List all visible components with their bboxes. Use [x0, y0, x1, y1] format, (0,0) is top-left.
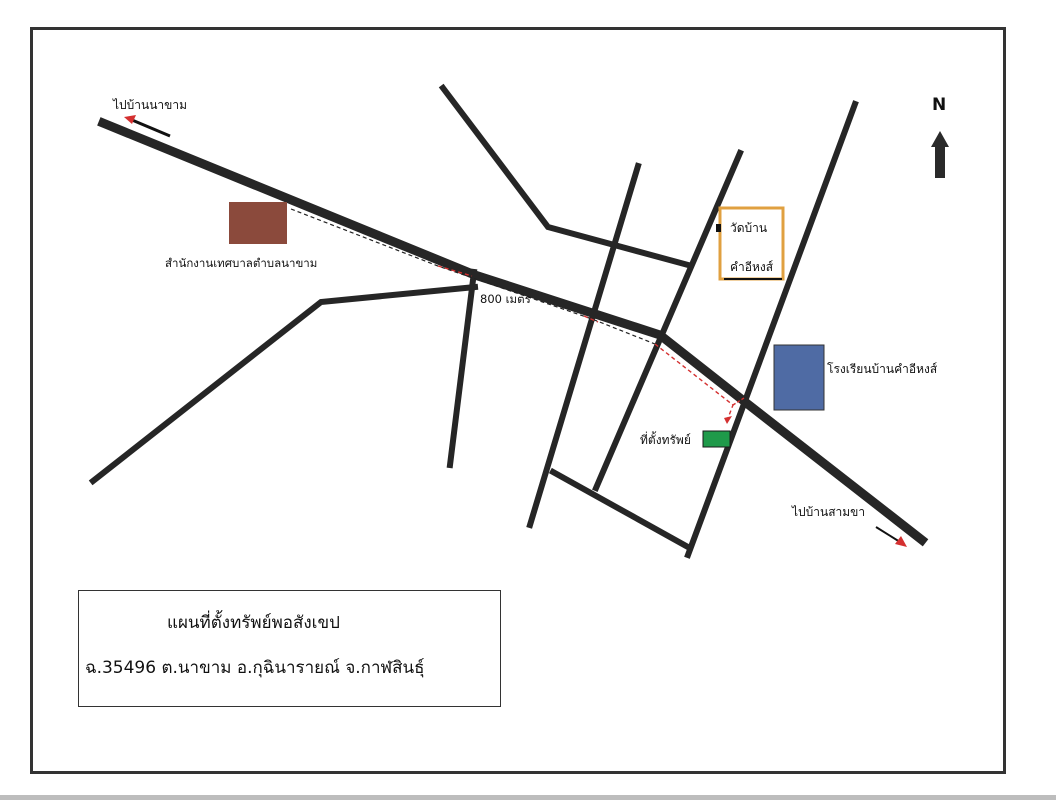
municipal-office-marker [229, 202, 287, 244]
north-arrow-icon [931, 131, 949, 178]
label-to-na-kham: ไปบ้านนาขาม [112, 98, 187, 112]
property-marker [702, 430, 731, 448]
road-northwest-branch [438, 83, 692, 269]
direction-arrow-na-kham [124, 115, 171, 138]
legend-box: แผนที่ตั้งทรัพย์พอสังเขป ฉ.35496 ต.นาขาม… [78, 590, 501, 707]
label-temple-line2: คำอีหงส์ [730, 260, 774, 274]
road-vertical-3 [684, 100, 859, 559]
road-vertical-2 [592, 149, 744, 492]
route-red-segment-1 [437, 265, 473, 277]
road-south-connector [548, 467, 693, 552]
route-arrowhead [724, 416, 732, 424]
direction-arrow-sam-kha [875, 526, 907, 547]
label-distance: 800 เมตร [480, 292, 531, 306]
road-south-stub [446, 268, 478, 469]
bottom-edge [0, 795, 1056, 800]
route-red-segment-4 [732, 397, 745, 406]
legend-title: แผนที่ตั้งทรัพย์พอสังเขป [167, 613, 340, 633]
temple-marker [716, 206, 785, 281]
map-frame [30, 27, 1006, 774]
road-west-branch [88, 283, 479, 486]
school-marker [773, 344, 825, 411]
north-label: N [932, 95, 946, 115]
route [290, 208, 745, 424]
label-to-sam-kha: ไปบ้านสามขา [791, 505, 865, 519]
main-road [97, 117, 929, 547]
route-red-segment-2 [583, 315, 599, 323]
label-property: ที่ตั้งทรัพย์ [640, 431, 691, 447]
roads [88, 83, 929, 559]
legend-subtitle: ฉ.35496 ต.นาขาม อ.กุฉินารายณ์ จ.กาฬสินธุ… [85, 658, 425, 678]
label-temple-line1: วัดบ้าน [730, 221, 767, 235]
label-school: โรงเรียนบ้านคำอีหงส์ [827, 362, 938, 376]
road-vertical-1 [526, 162, 642, 529]
label-municipal-office: สำนักงานเทศบาลตำบลนาขาม [165, 256, 317, 270]
route-dashed-line [290, 208, 656, 345]
